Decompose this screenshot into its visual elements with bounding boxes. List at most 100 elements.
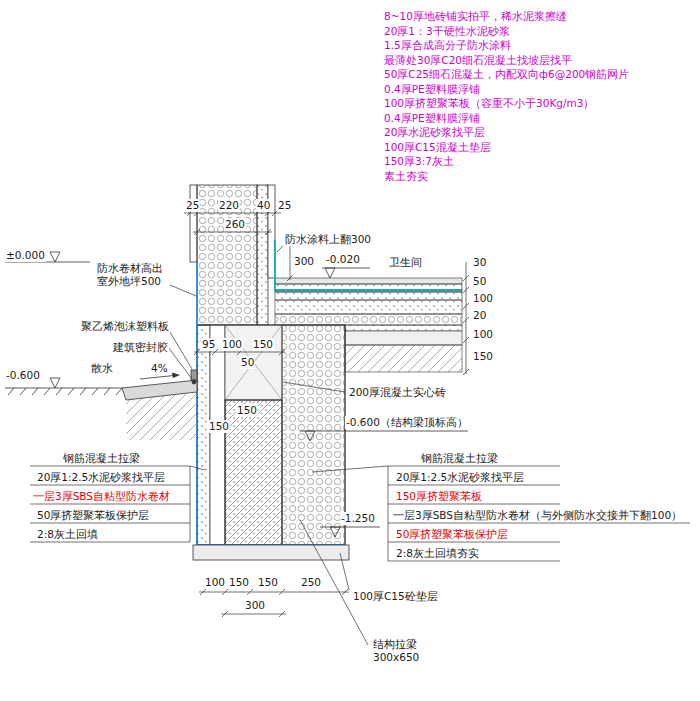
layer-note: 150厚挤塑聚苯板: [395, 490, 483, 503]
dimension-lines: [199, 592, 349, 593]
dimension: 100: [472, 328, 494, 341]
dimension-lines: [222, 611, 285, 617]
floor-layers: [345, 331, 462, 345]
floor-layers: [275, 278, 462, 284]
wall: [197, 185, 257, 325]
dimension: 100: [472, 292, 494, 305]
slope: 4%: [150, 362, 169, 375]
wall: [190, 185, 197, 262]
dimension-lines: [193, 232, 272, 233]
dimension: 100: [221, 338, 243, 351]
dimension: 300: [293, 255, 315, 268]
note: 散水: [90, 362, 114, 375]
dimension: 95: [201, 338, 216, 351]
elevation: ±0.000: [5, 249, 46, 262]
foundation-beam: [210, 325, 225, 545]
layer-note: 0.4厚PE塑料膜浮铺: [383, 83, 481, 96]
layer-note: 50厚挤塑聚苯板保护层: [395, 528, 509, 541]
room-name: 卫生间: [388, 256, 423, 269]
dimension: 300: [244, 599, 266, 612]
dimension-lines: [221, 614, 286, 615]
layer-note: 150厚3:7灰土: [383, 155, 455, 168]
leader-lines: [30, 466, 205, 542]
note: 结构拉梁 300x650: [372, 638, 434, 663]
exterior-ground: [5, 262, 90, 263]
elevation-marks: [50, 378, 60, 388]
layer-note: 20厚1：3干硬性水泥砂浆: [383, 25, 511, 38]
leader-lines: [283, 382, 345, 392]
exterior-ground: [140, 376, 174, 380]
note: 防水涂料上翻300: [284, 233, 372, 246]
leader-lines: [300, 520, 368, 645]
layer-note: 50厚挤塑聚苯板保护层: [36, 509, 150, 522]
layer-note: 钢筋混凝土拉梁: [420, 452, 499, 465]
waterproof-upturn: [275, 240, 462, 290]
layer-note: 素土夯实: [383, 170, 429, 183]
dimension: 150: [252, 338, 274, 351]
wall: [190, 185, 275, 325]
elevation-marks: [325, 268, 335, 278]
dimension: 150: [208, 420, 230, 433]
floor-layers: [275, 300, 462, 314]
floor-layers: [275, 314, 462, 325]
layer-note: 最薄处30厚C20细石混凝土找坡层找平: [383, 54, 573, 67]
dimension: 260: [224, 218, 246, 231]
dimension-lines: [184, 213, 281, 214]
dimension: 150: [236, 404, 258, 417]
exterior-ground: [172, 373, 180, 379]
layer-note: 50厚C25细石混凝土，内配双向ф6@200钢筋网片: [383, 68, 630, 81]
foundation-beam: [282, 325, 345, 545]
floor-layers: [345, 345, 462, 372]
dimension: 250: [300, 576, 322, 589]
dimension: 100: [204, 576, 226, 589]
dimension: 150: [228, 576, 250, 589]
exterior-ground: [5, 262, 197, 440]
dimension-lines: [200, 589, 348, 595]
note: 聚乙烯泡沫塑料板: [80, 320, 170, 333]
foundation-beam: [197, 325, 210, 545]
layer-note: 一层3厚SBS自粘型防水卷材: [32, 490, 171, 503]
elevation: -0.600（结构梁顶标高）: [345, 416, 469, 429]
layer-note: 一层3厚SBS自粘型防水卷材（与外侧防水交接并下翻100）: [392, 509, 683, 522]
elevation-marks: [50, 252, 60, 262]
dimension: 50: [472, 275, 487, 288]
layer-note: 20厚水泥砂浆找平层: [383, 126, 486, 139]
note: 200厚混凝土实心砖: [348, 386, 447, 399]
exterior-ground: [192, 380, 196, 384]
leader-lines: [277, 246, 283, 252]
dimension: 40: [256, 199, 271, 212]
waterproof-upturn: [275, 240, 462, 290]
dimension: 30: [472, 256, 487, 269]
elevation-marks: [300, 431, 468, 432]
floor-layers: [275, 292, 462, 300]
leader-lines: [30, 246, 690, 645]
layer-note: 1.5厚合成高分子防水涂料: [383, 39, 512, 52]
note: 建筑密封胶: [112, 341, 169, 354]
leader-lines: [170, 285, 196, 296]
leader-lines: [168, 347, 192, 379]
exterior-ground: [8, 388, 122, 395]
floor-layers: [275, 284, 462, 290]
foundation-beam: [197, 325, 345, 545]
note: 防水卷材高出 室外地坪500: [96, 262, 170, 287]
dimension: 25: [277, 199, 292, 212]
foundation-beam: [225, 400, 282, 545]
foundation-beam: [225, 400, 282, 545]
elevation-marks: [305, 431, 315, 441]
exterior-ground: [5, 388, 122, 389]
elevation-marks: [330, 527, 340, 537]
dimension: 150: [257, 576, 279, 589]
leader-lines: [312, 466, 690, 561]
elevation: -0.020: [325, 253, 361, 266]
elevation: -1.250: [340, 512, 376, 525]
foundation-beam: [225, 325, 282, 400]
leader-lines: [340, 553, 349, 590]
layer-note: 20厚1:2.5水泥砂浆找平层: [36, 471, 166, 484]
dimension: 150: [472, 350, 494, 363]
cushion-layer: [193, 545, 349, 560]
layer-note: 2:8灰土回填夯实: [395, 547, 480, 560]
layer-note: 20厚1:2.5水泥砂浆找平层: [395, 471, 525, 484]
foundation-beam: [225, 325, 282, 400]
dimension: 20: [472, 309, 487, 322]
